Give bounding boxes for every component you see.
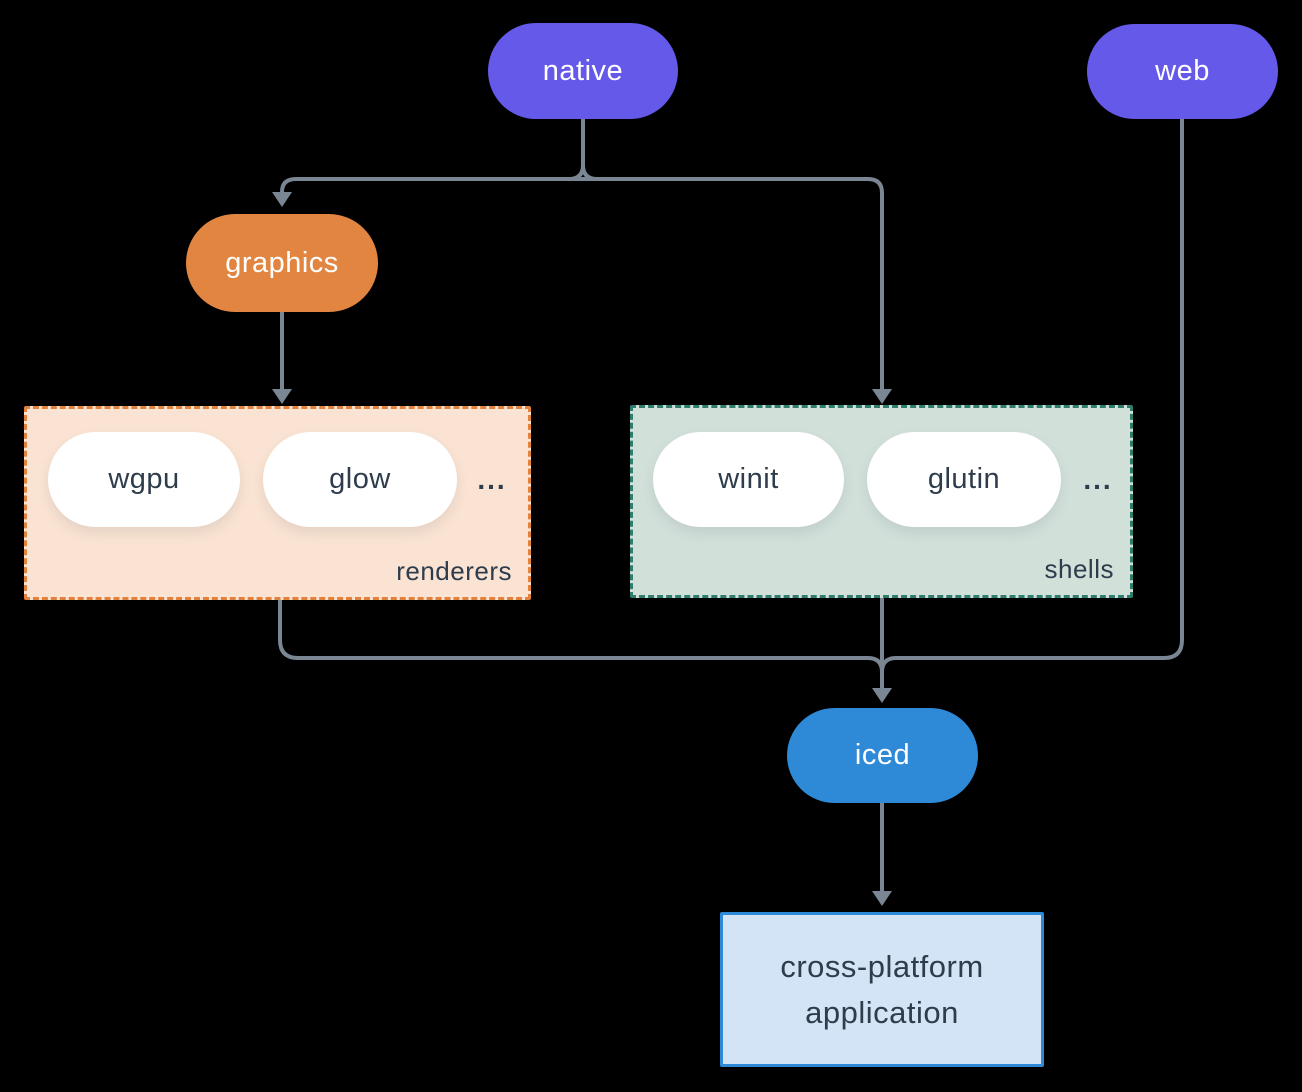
renderers-group-label: renderers — [396, 556, 512, 586]
edge-native-flare-left — [568, 164, 585, 181]
shells-ellipsis: ... — [1083, 463, 1113, 495]
node-wgpu-label: wgpu — [108, 463, 180, 495]
node-web-label: web — [1155, 55, 1210, 87]
group-shells: winit glutin ... shells — [630, 405, 1133, 598]
app-label-line1: cross-platform — [780, 948, 984, 984]
node-iced: iced — [787, 708, 978, 803]
node-native-label: native — [542, 54, 624, 87]
edge-native-flare-right — [581, 164, 598, 181]
shells-group-label: shells — [1044, 554, 1114, 584]
arrow-graphics-to-renderers — [272, 389, 292, 404]
node-glow: glow — [263, 432, 457, 527]
node-graphics-label: graphics — [225, 246, 339, 279]
node-web: web — [1087, 24, 1278, 119]
node-wgpu: wgpu — [48, 432, 240, 527]
edge-native-branch — [280, 177, 884, 389]
app-label-line2: application — [805, 994, 959, 1030]
edge-graphics-to-renderers — [272, 312, 292, 404]
group-renderers: wgpu glow ... renderers — [24, 406, 531, 600]
renderers-ellipsis: ... — [477, 463, 507, 495]
edge-merge-to-iced — [278, 119, 1184, 703]
node-glutin: glutin — [867, 432, 1061, 527]
edge-iced-to-app — [872, 803, 892, 906]
node-graphics: graphics — [186, 214, 378, 312]
edge-renderers-stem — [278, 600, 884, 673]
node-glutin-label: glutin — [927, 463, 1001, 495]
arrow-merge-to-iced — [872, 688, 892, 703]
node-cross-platform-application: cross-platform application — [720, 912, 1044, 1067]
node-winit-label: winit — [718, 463, 779, 495]
node-native: native — [488, 23, 678, 119]
node-iced-label: iced — [854, 739, 911, 771]
arrow-native-to-shells — [872, 389, 892, 404]
node-glow-label: glow — [329, 463, 391, 495]
arrow-iced-to-app — [872, 891, 892, 906]
edge-native-split — [272, 119, 892, 404]
node-winit: winit — [653, 432, 844, 527]
arrow-native-to-graphics — [272, 192, 292, 207]
